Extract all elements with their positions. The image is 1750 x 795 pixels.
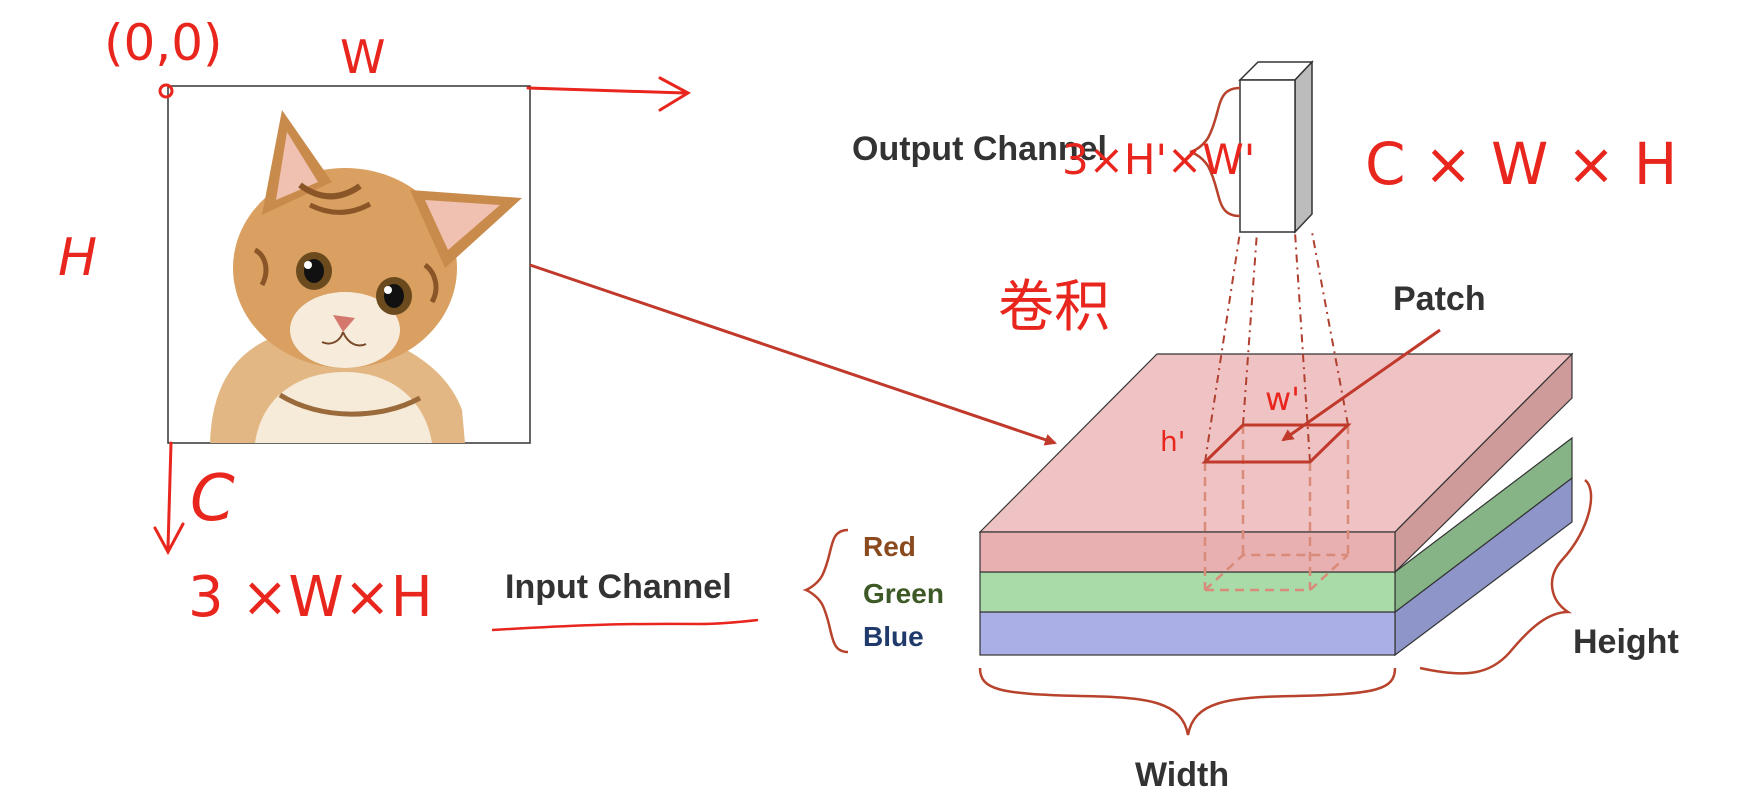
width-label: Width [1135,756,1230,794]
origin-dot [158,83,174,99]
c-axis-arrow [153,441,185,556]
origin-annotation: (0,0) [104,14,223,72]
patch-label: Patch [1393,280,1486,318]
patch-pointer-arrow [1281,328,1441,442]
green-channel-label: Green [863,578,944,609]
red-channel-label: Red [863,531,916,562]
input-channel-underline [491,618,759,632]
convolution-annotation: 卷积 [998,275,1110,340]
red-layer-front [979,531,1396,573]
input-brace [802,528,849,654]
height-brace [1419,479,1593,675]
patch-w-annotation: w' [1265,380,1300,418]
output-brace [1189,86,1241,218]
output-column-side [1294,60,1313,234]
output-channel-label: Output Channel [852,130,1107,168]
output-shape-right-annotation: C × W × H [1365,130,1678,198]
input-channel-label: Input Channel [505,568,732,606]
height-label: Height [1573,623,1679,661]
output-shape-left-annotation: 3×H'×W' [1062,135,1256,184]
input-shape-annotation: 3 ×W×H [188,565,433,630]
width-brace [978,667,1397,736]
blue-layer-front [979,611,1396,656]
patch-h-annotation: h' [1160,425,1186,458]
green-layer-front [979,571,1396,613]
patch-prism [1203,425,1350,592]
c-annotation: C [190,462,235,536]
w-axis-arrow [526,76,692,112]
image-to-tensor-arrow [529,263,1057,446]
output-column-front [1239,79,1296,233]
h-annotation: H [58,228,98,288]
cat-photo [210,110,522,443]
w-annotation: W [340,30,386,84]
projection-lines [1204,231,1349,463]
blue-channel-label: Blue [863,621,924,652]
